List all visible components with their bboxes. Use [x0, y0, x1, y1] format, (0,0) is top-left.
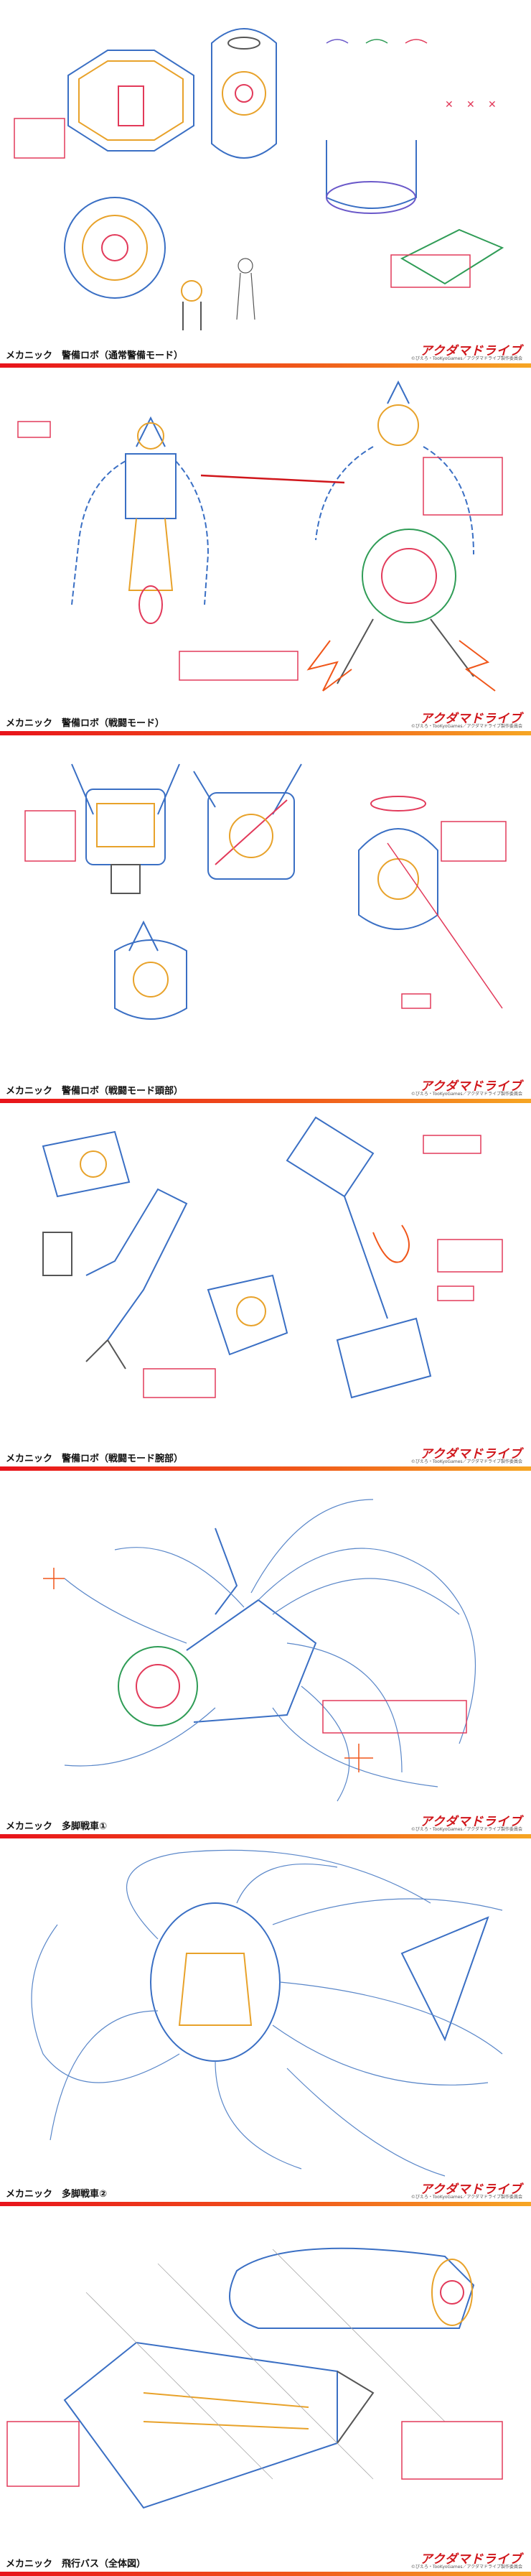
page-title: メカニック 多脚戦車①	[6, 1821, 108, 1832]
svg-text:✕: ✕	[445, 99, 454, 111]
sheet-multi-legged-tank-2: メカニック 多脚戦車② アクダマドライブ ©ぴえろ・TooKyoGames／アク…	[0, 1838, 531, 2206]
copyright-credit: ©ぴえろ・TooKyoGames／アクダマドライブ製作委員会	[410, 1827, 522, 1832]
caption-bar: メカニック 多脚戦車① アクダマドライブ ©ぴえろ・TooKyoGames／アク…	[0, 1814, 531, 1834]
gradient-divider	[0, 1099, 531, 1103]
caption-bar: メカニック 警備ロボ（戦闘モード） アクダマドライブ ©ぴえろ・TooKyoGa…	[0, 711, 531, 731]
copyright-credit: ©ぴえろ・TooKyoGames／アクダマドライブ製作委員会	[410, 2565, 522, 2570]
title-logo: アクダマドライブ	[420, 2182, 522, 2197]
page-title: メカニック 警備ロボ（戦闘モード頭部）	[6, 1086, 184, 1097]
sketch-flying-bus	[6, 2247, 503, 2509]
page-title: メカニック 飛行バス（全体図）	[6, 2559, 146, 2570]
copyright-credit: ©ぴえろ・TooKyoGames／アクダマドライブ製作委員会	[410, 1459, 522, 1464]
title-logo: アクダマドライブ	[420, 344, 522, 358]
svg-text:✕: ✕	[488, 99, 497, 111]
page-title: メカニック 多脚戦車②	[6, 2189, 108, 2200]
sketch-robot-combat-arm	[42, 1116, 503, 1399]
sheet-flying-bus: メカニック 飛行バス（全体図） アクダマドライブ ©ぴえろ・TooKyoGame…	[0, 2206, 531, 2576]
gradient-divider	[0, 2202, 531, 2206]
title-logo: アクダマドライブ	[420, 1815, 522, 1829]
copyright-credit: ©ぴえろ・TooKyoGames／アクダマドライブ製作委員会	[410, 724, 522, 729]
caption-bar: メカニック 警備ロボ（通常警備モード） アクダマドライブ ©ぴえろ・TooKyo…	[0, 343, 531, 363]
sheet-multi-legged-tank-1: メカニック 多脚戦車① アクダマドライブ ©ぴえろ・TooKyoGames／アク…	[0, 1471, 531, 1838]
gradient-divider	[0, 1834, 531, 1838]
caption-bar: メカニック 多脚戦車② アクダマドライブ ©ぴえろ・TooKyoGames／アク…	[0, 2182, 531, 2202]
sketch-robot-normal-mode: ✕ ✕ ✕	[14, 28, 504, 330]
copyright-credit: ©ぴえろ・TooKyoGames／アクダマドライブ製作委員会	[410, 1092, 522, 1097]
sketch-multi-legged-tank-2	[31, 1849, 503, 2177]
page-title: メカニック 警備ロボ（戦闘モード）	[6, 718, 165, 729]
title-logo: アクダマドライブ	[420, 712, 522, 726]
caption-bar: メカニック 飛行バス（全体図） アクダマドライブ ©ぴえろ・TooKyoGame…	[0, 2552, 531, 2572]
svg-text:✕: ✕	[466, 99, 475, 111]
gradient-divider	[0, 731, 531, 735]
sketch-robot-combat-head	[24, 763, 507, 1020]
sketch-robot-combat-mode	[17, 380, 503, 692]
title-logo: アクダマドライブ	[420, 1079, 522, 1094]
caption-bar: メカニック 警備ロボ（戦闘モード腕部） アクダマドライブ ©ぴえろ・TooKyo…	[0, 1446, 531, 1466]
gradient-divider	[0, 2572, 531, 2576]
title-logo: アクダマドライブ	[420, 2552, 522, 2567]
sketch-multi-legged-tank-1	[43, 1499, 476, 1802]
sheet-security-robot-normal: ✕ ✕ ✕ メカニック 警備ロボ（通常警備モード） アクダマドライブ ©ぴえろ・…	[0, 0, 531, 368]
copyright-credit: ©ぴえろ・TooKyoGames／アクダマドライブ製作委員会	[410, 2195, 522, 2200]
title-logo: アクダマドライブ	[420, 1447, 522, 1461]
gradient-divider	[0, 1466, 531, 1471]
copyright-credit: ©ぴえろ・TooKyoGames／アクダマドライブ製作委員会	[410, 356, 522, 361]
sheet-security-robot-head: メカニック 警備ロボ（戦闘モード頭部） アクダマドライブ ©ぴえろ・TooKyo…	[0, 735, 531, 1103]
sheet-security-robot-arm: メカニック 警備ロボ（戦闘モード腕部） アクダマドライブ ©ぴえろ・TooKyo…	[0, 1103, 531, 1471]
gradient-divider	[0, 363, 531, 368]
page-title: メカニック 警備ロボ（戦闘モード腕部）	[6, 1454, 184, 1464]
caption-bar: メカニック 警備ロボ（戦闘モード頭部） アクダマドライブ ©ぴえろ・TooKyo…	[0, 1079, 531, 1099]
sheet-security-robot-combat: メカニック 警備ロボ（戦闘モード） アクダマドライブ ©ぴえろ・TooKyoGa…	[0, 368, 531, 735]
page-title: メカニック 警備ロボ（通常警備モード）	[6, 350, 184, 361]
